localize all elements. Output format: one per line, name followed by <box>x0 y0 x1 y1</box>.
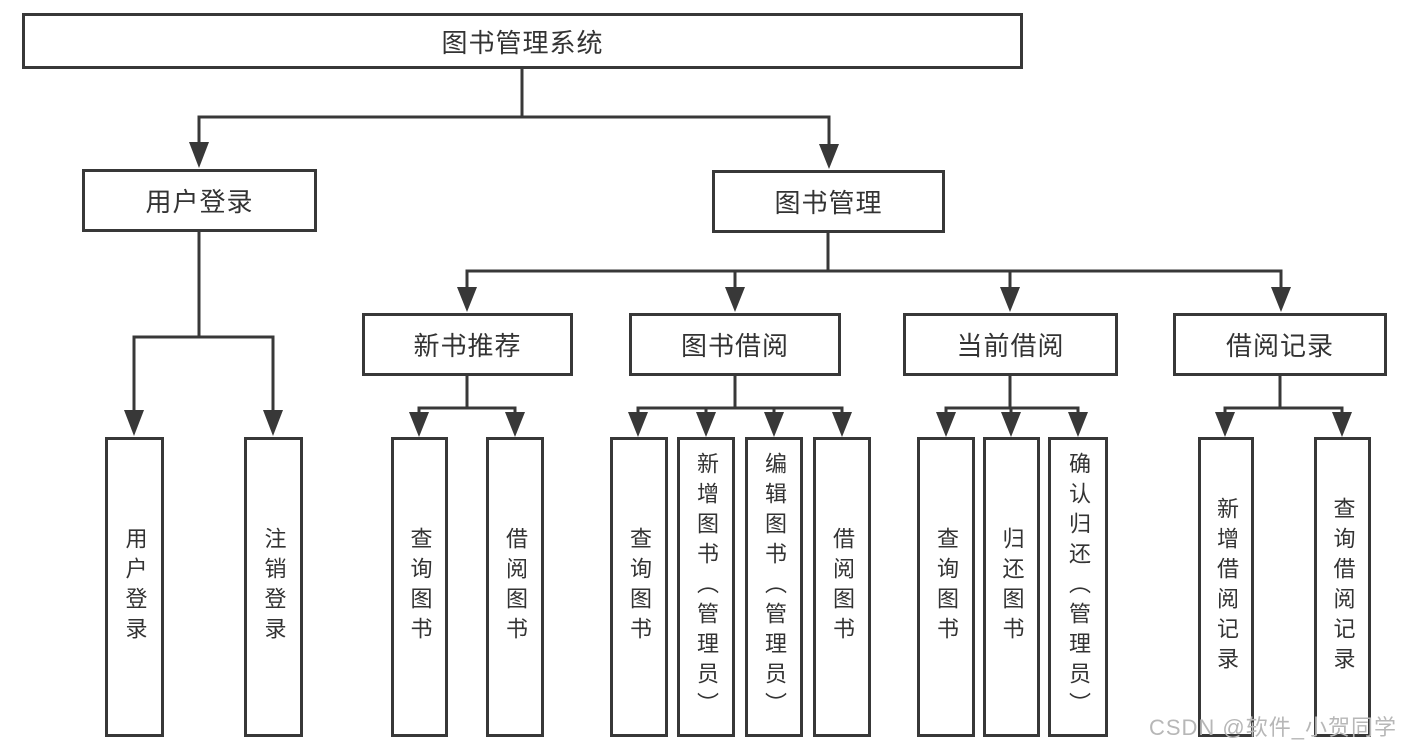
node-new-book-recommend: 新书推荐 <box>362 313 573 376</box>
node-book-borrow: 图书借阅 <box>629 313 841 376</box>
leaf-query-books-borrow: 查询图书 <box>610 437 668 737</box>
node-book-management: 图书管理 <box>712 170 945 233</box>
leaf-label: 确认归还（管理员） <box>1066 452 1091 722</box>
leaf-query-books-recommend: 查询图书 <box>391 437 448 737</box>
leaf-user-login: 用户登录 <box>105 437 164 737</box>
node-root: 图书管理系统 <box>22 13 1023 69</box>
node-current-borrow: 当前借阅 <box>903 313 1118 376</box>
leaf-label: 归还图书 <box>999 527 1025 647</box>
leaf-add-book-admin: 新增图书（管理员） <box>677 437 735 737</box>
leaf-borrow-books-borrow: 借阅图书 <box>813 437 871 737</box>
leaf-label: 借阅图书 <box>503 527 528 647</box>
leaf-label: 借阅图书 <box>830 527 855 647</box>
node-borrow-record: 借阅记录 <box>1173 313 1387 376</box>
leaf-logout: 注销登录 <box>244 437 303 737</box>
leaf-label: 查询借阅记录 <box>1330 497 1356 677</box>
leaf-label: 查询图书 <box>627 527 652 647</box>
leaf-query-borrow-record: 查询借阅记录 <box>1314 437 1371 737</box>
node-user-login: 用户登录 <box>82 169 317 232</box>
leaf-label: 新增借阅记录 <box>1214 497 1239 677</box>
leaf-label: 注销登录 <box>261 527 287 647</box>
leaf-label: 查询图书 <box>407 527 433 647</box>
leaf-label: 编辑图书（管理员） <box>762 452 787 722</box>
leaf-query-books-current: 查询图书 <box>917 437 975 737</box>
csdn-watermark: CSDN @软件_小贺同学 <box>1148 715 1397 740</box>
leaf-borrow-books-recommend: 借阅图书 <box>486 437 544 737</box>
leaf-label: 新增图书（管理员） <box>694 452 719 722</box>
leaf-label: 用户登录 <box>122 527 148 647</box>
leaf-confirm-return-admin: 确认归还（管理员） <box>1048 437 1108 737</box>
leaf-edit-book-admin: 编辑图书（管理员） <box>745 437 803 737</box>
leaf-add-borrow-record: 新增借阅记录 <box>1198 437 1254 737</box>
leaf-label: 查询图书 <box>934 527 959 647</box>
leaf-return-book: 归还图书 <box>983 437 1040 737</box>
